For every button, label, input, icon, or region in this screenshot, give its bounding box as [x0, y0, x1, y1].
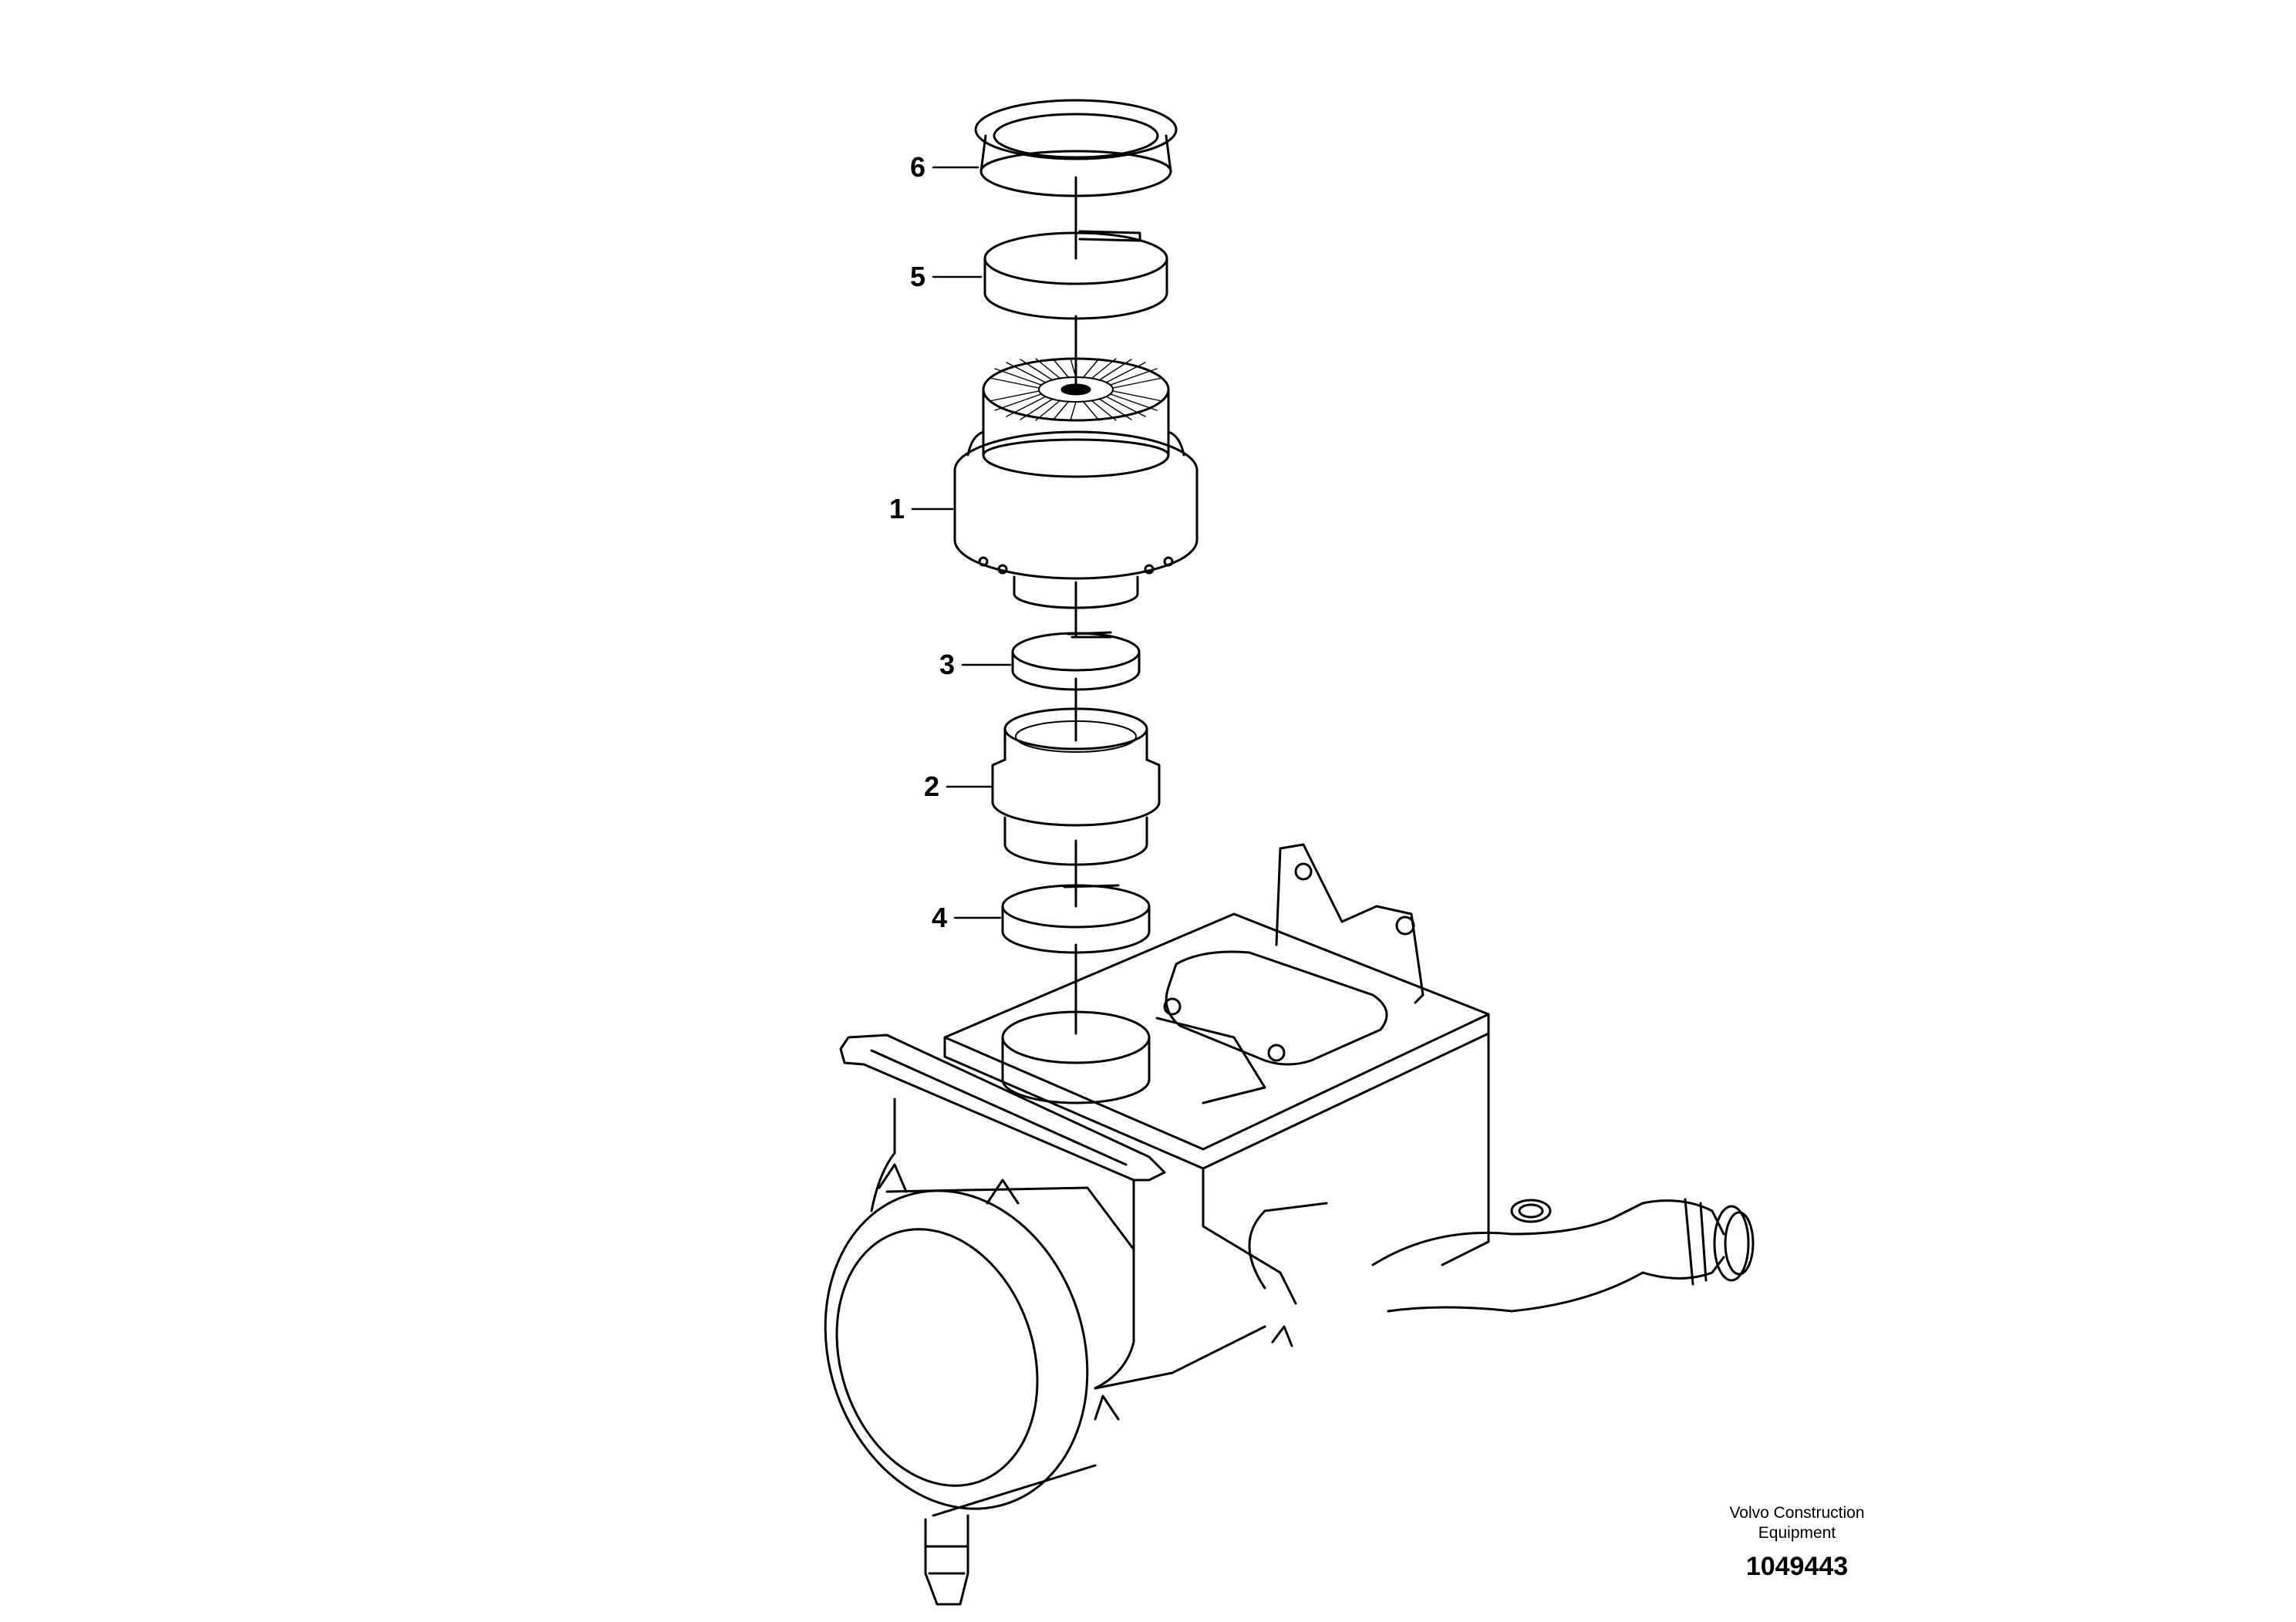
drawing-number: 1049443 — [1745, 1552, 1849, 1581]
part-4-hose-clamp — [1001, 884, 1151, 954]
callout-leaders — [911, 166, 1012, 919]
part-6-flange-ring — [974, 99, 1178, 197]
callout-5: 5 — [910, 261, 926, 292]
manufacturer-credit-line1: Volvo Construction — [1729, 1504, 1865, 1522]
part-5-clamp-band — [983, 230, 1168, 320]
callout-6: 6 — [910, 151, 926, 183]
filter-pleats — [989, 358, 1163, 421]
part-1-filter-element — [953, 357, 1199, 609]
air-cleaner-housing — [824, 843, 1755, 1606]
part-3-hose-clamp — [1011, 631, 1141, 691]
callout-4: 4 — [932, 902, 948, 933]
callout-3: 3 — [939, 649, 956, 680]
callout-1: 1 — [889, 493, 905, 524]
manufacturer-credit-line2: Equipment — [1758, 1524, 1836, 1542]
part-2-connector-hose — [991, 707, 1161, 866]
callout-2: 2 — [924, 771, 940, 802]
